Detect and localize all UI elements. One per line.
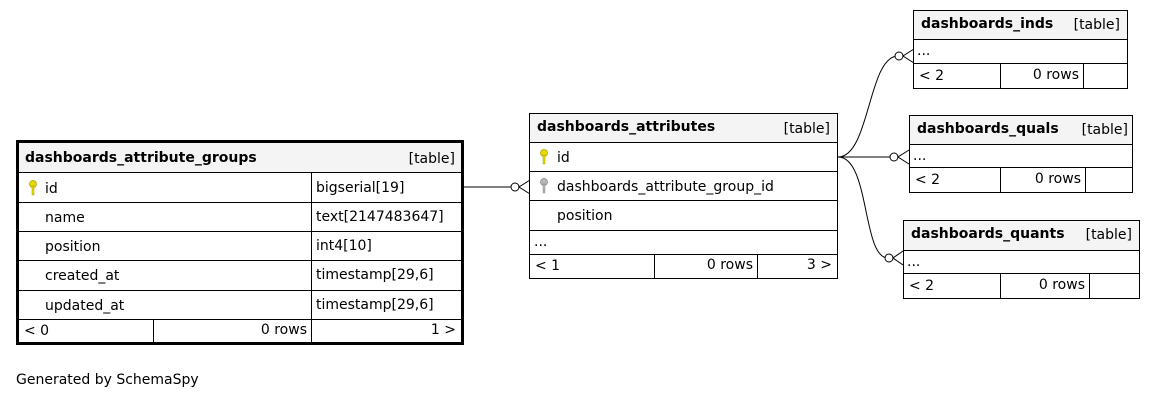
column-type: timestamp[29,6] [316,297,434,313]
parents-count[interactable]: < 2 [909,278,935,294]
parents-count[interactable]: < 2 [915,172,941,188]
table-name: dashboards_inds [921,16,1054,32]
table-dashboards-quals[interactable]: dashboards_quals [table] ... < 2 0 rows [909,115,1133,193]
column-row-id[interactable]: id [530,143,837,172]
table-header: dashboards_inds [table] [914,11,1127,40]
column-row-name[interactable]: name text[2147483647] [19,203,461,232]
table-name: dashboards_attributes [537,119,716,135]
table-footer: < 2 0 rows [914,64,1127,88]
table-dashboards-attributes[interactable]: dashboards_attributes [table] id dashboa… [529,113,838,279]
row-count: 0 rows [260,322,307,338]
column-name: id [557,150,570,166]
foreign-key-icon [540,178,548,194]
primary-key-icon [540,149,548,165]
row-count: 0 rows [1032,67,1079,83]
row-count: 0 rows [706,257,753,273]
table-footer: < 2 0 rows [910,168,1132,192]
more-columns: ... [530,231,837,255]
edge-groups-attributes [462,179,531,195]
table-header: dashboards_attribute_groups [table] [19,143,461,173]
more-columns: ... [910,145,1132,168]
column-name: created_at [45,268,120,284]
table-dashboards-quants[interactable]: dashboards_quants [table] ... < 2 0 rows [903,220,1140,299]
column-row-created-at[interactable]: created_at timestamp[29,6] [19,261,461,291]
ellipsis: ... [913,148,927,164]
children-count[interactable]: 3 > [806,257,832,273]
column-name: position [557,208,613,224]
column-name: updated_at [45,298,125,314]
children-cell [1083,64,1127,88]
column-row-updated-at[interactable]: updated_at timestamp[29,6] [19,291,461,320]
edge-attributes-quants [837,156,904,266]
column-name: name [45,210,85,226]
table-footer: < 1 0 rows 3 > [530,255,837,278]
table-type-label: [table] [1073,17,1120,33]
column-type: int4[10] [316,238,372,254]
table-type-label: [table] [783,121,830,137]
column-row-position[interactable]: position [530,201,837,231]
table-type-label: [table] [1085,227,1132,243]
ellipsis: ... [917,43,931,59]
table-dashboards-inds[interactable]: dashboards_inds [table] ... < 2 0 rows [913,10,1128,89]
parents-count[interactable]: < 0 [24,323,50,339]
primary-key-icon [29,180,37,196]
children-cell [1089,274,1139,298]
generated-by-footer: Generated by SchemaSpy [16,372,199,388]
children-count[interactable]: 1 > [430,322,456,338]
column-name: dashboards_attribute_group_id [557,179,774,195]
ellipsis: ... [534,234,548,250]
table-name: dashboards_quants [911,226,1065,242]
row-count: 0 rows [1034,171,1081,187]
column-name: id [45,181,58,197]
column-row-id[interactable]: id bigserial[19] [19,173,461,203]
children-cell [1085,168,1132,192]
table-footer: < 2 0 rows [904,274,1139,298]
table-name: dashboards_quals [917,121,1059,137]
table-header: dashboards_quants [table] [904,221,1139,251]
column-type: timestamp[29,6] [316,267,434,283]
table-header: dashboards_quals [table] [910,116,1132,145]
edge-attributes-quals [838,149,910,165]
edge-attributes-inds [837,48,915,158]
column-row-position[interactable]: position int4[10] [19,232,461,261]
parents-count[interactable]: < 2 [919,68,945,84]
ellipsis: ... [907,254,921,270]
table-footer: < 0 0 rows 1 > [19,320,461,342]
more-columns: ... [914,40,1127,64]
parents-count[interactable]: < 1 [535,258,561,274]
column-name: position [45,239,101,255]
table-header: dashboards_attributes [table] [530,114,837,143]
column-type: bigserial[19] [316,180,405,196]
row-count: 0 rows [1038,277,1085,293]
table-type-label: [table] [1081,122,1128,138]
column-row-group-id[interactable]: dashboards_attribute_group_id [530,172,837,201]
table-type-label: [table] [408,151,455,167]
table-name: dashboards_attribute_groups [25,150,257,166]
column-type: text[2147483647] [316,209,444,225]
more-columns: ... [904,251,1139,274]
table-dashboards-attribute-groups[interactable]: dashboards_attribute_groups [table] id b… [16,140,464,345]
